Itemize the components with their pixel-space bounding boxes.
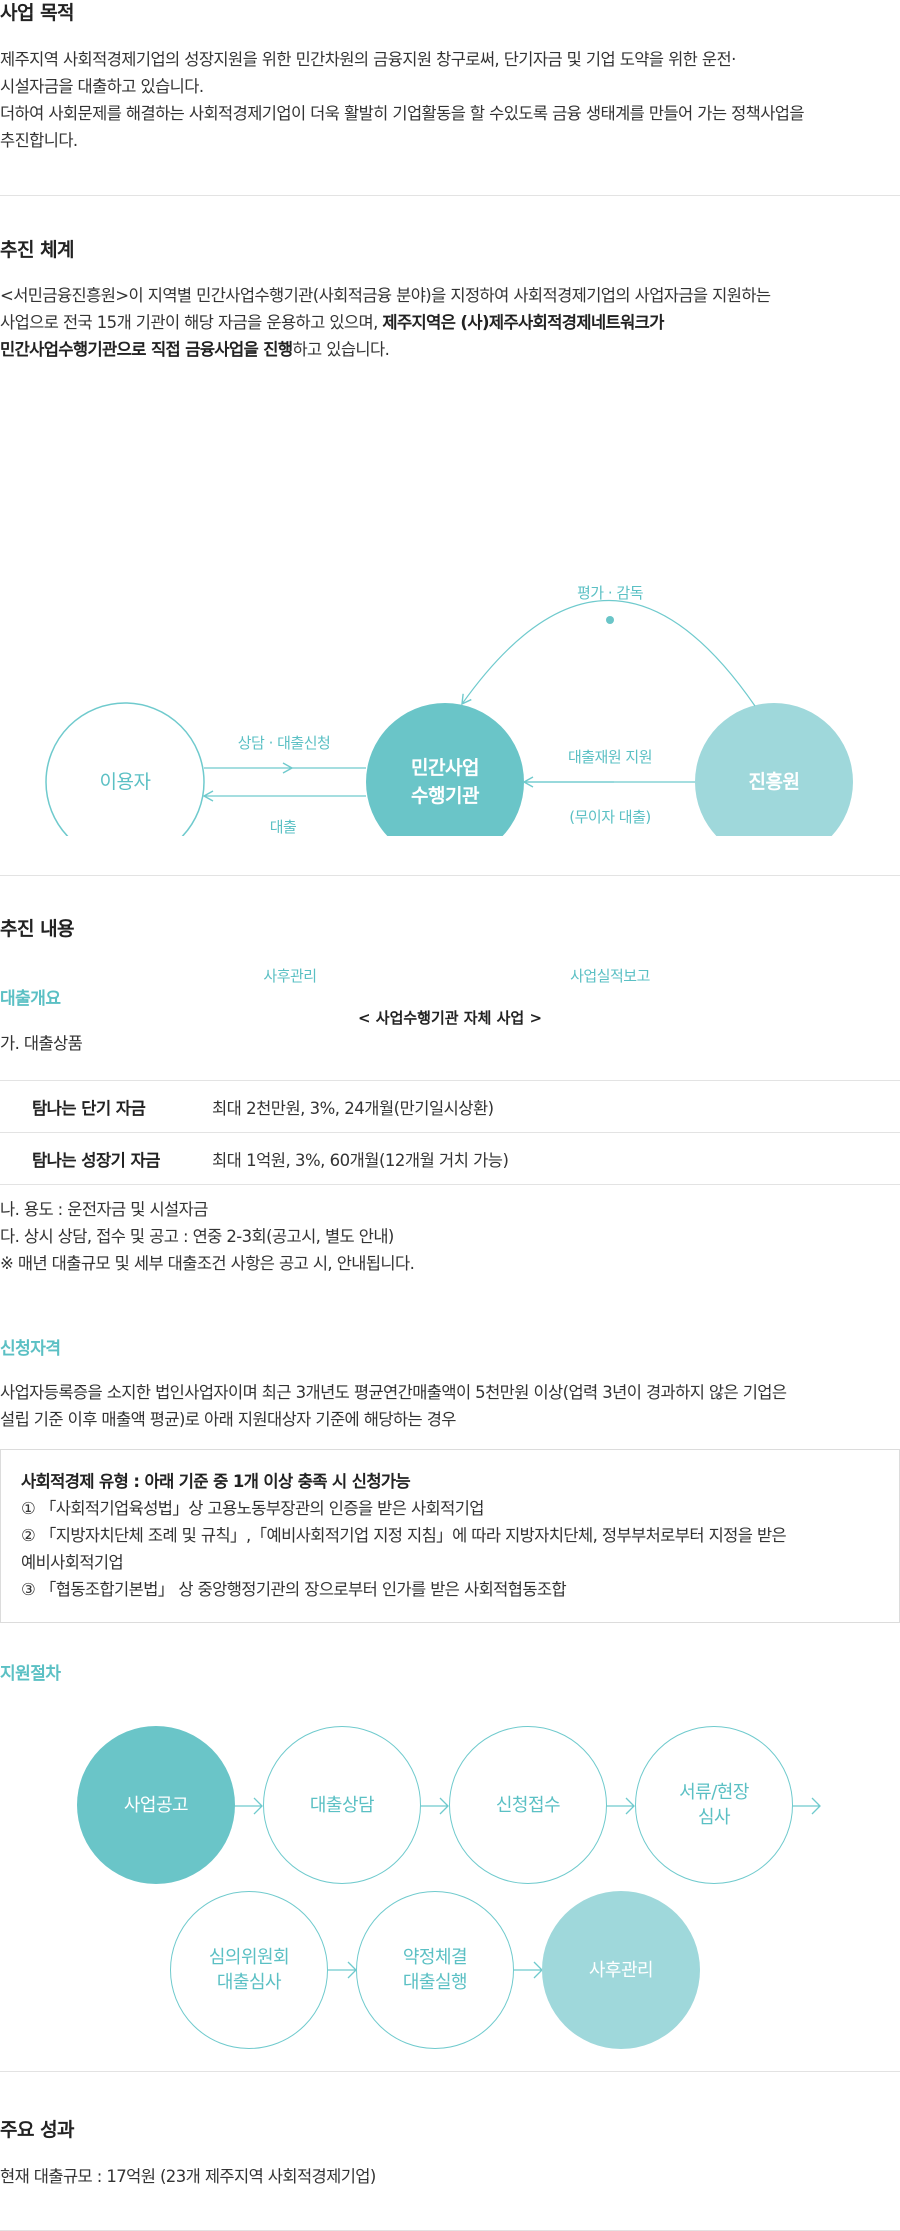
- arrow-3: [606, 1797, 635, 1815]
- eligibility-line-2: 설립 기준 이후 매출액 평균)로 아래 지원대상자 기준에 해당하는 경우: [0, 1410, 456, 1429]
- purpose-section: 사업 목적 제주지역 사회적경제기업의 성장지원을 위한 민간차원의 금융지원 …: [0, 0, 900, 195]
- divider: [0, 2071, 900, 2072]
- agency-text-2: 수행기관: [411, 785, 479, 807]
- arrow-2: [420, 1797, 449, 1815]
- system-line-3-bold: 민간사업수행기관으로 직접 금융사업을 진행: [0, 340, 293, 359]
- fund-support-label: 대출재원 지원: [567, 748, 653, 766]
- purpose-title: 사업 목적: [0, 2, 75, 24]
- content-section: 추진 내용 대출개요 가. 대출상품 탐나는 단기 자금 최대 2천만원, 3%…: [0, 876, 900, 2071]
- product-label: 가. 대출상품: [0, 1034, 83, 1053]
- purpose-line-3: 더하여 사회문제를 해결하는 사회적경제기업이 더욱 활발히 기업활동을 할 수…: [0, 104, 805, 123]
- purpose-line-1: 제주지역 사회적경제기업의 성장지원을 위한 민간차원의 금융지원 창구로써, …: [0, 50, 736, 69]
- loan-name: 탐나는 성장기 자금: [32, 1150, 160, 1170]
- system-line-2: 사업으로 전국 15개 기관이 해당 자금을 운용하고 있으며, 제주지역은 (…: [0, 309, 770, 336]
- overview-title: 대출개요: [0, 989, 61, 1009]
- step-text: 서류/현장: [679, 1782, 749, 1803]
- results-text: 현재 대출규모 : 17억원 (23개 제주지역 사회적경제기업): [0, 2167, 376, 2186]
- arrow-6: [514, 1961, 543, 1979]
- arrow-4: [792, 1797, 821, 1815]
- user-label: 이용자: [46, 703, 204, 861]
- loan-label: 대출: [269, 818, 297, 836]
- box-item-2: ② 「지방자치단체 조례 및 규칙」,「예비사회적기업 지정 지침」에 따라 지…: [21, 1526, 787, 1545]
- diagram-svg: [45, 600, 853, 836]
- box-item-1: ① 「사회적기업육성법」상 고용노동부장관의 인증을 받은 사회적기업: [21, 1499, 484, 1518]
- eval-label: 평가 · 감독: [576, 584, 644, 602]
- loan-name: 탐나는 단기 자금: [32, 1098, 146, 1118]
- box-item-2-cont: 예비사회적기업: [21, 1553, 124, 1572]
- promotion-circle: [695, 703, 853, 836]
- step-text: 대출실행: [402, 1972, 468, 1993]
- results-title: 주요 성과: [0, 2119, 75, 2141]
- step-receipt: 신청접수: [449, 1726, 607, 1884]
- step-consult: 대출상담: [263, 1726, 421, 1884]
- box-item-3: ③ 「협동조합기본법」 상 중앙행정기관의 장으로부터 인가를 받은 사회적협동…: [21, 1580, 567, 1599]
- user-text: 이용자: [99, 771, 151, 793]
- note-usage: 나. 용도 : 운전자금 및 시설자금: [0, 1200, 208, 1219]
- eval-arc: [461, 600, 756, 707]
- diagram-caption: < 사업수행기관 자체 사업 >: [357, 1009, 543, 1027]
- eligibility-box: 사회적경제 유형 : 아래 기준 중 1개 이상 충족 시 신청가능 ① 「사회…: [0, 1449, 900, 1623]
- loan-table: 탐나는 단기 자금 최대 2천만원, 3%, 24개월(만기일시상환) 탐나는 …: [0, 1080, 900, 1185]
- eval-dot: [606, 616, 614, 624]
- aftercare-label: 사후관리: [263, 967, 317, 985]
- agency-circle: [366, 703, 524, 836]
- step-text: 사후관리: [588, 1959, 654, 1981]
- step-text: 신청접수: [495, 1794, 561, 1816]
- loan-desc: 최대 2천만원, 3%, 24개월(만기일시상환): [212, 1098, 494, 1118]
- box-title: 사회적경제 유형 : 아래 기준 중 1개 이상 충족 시 신청가능: [21, 1472, 411, 1491]
- system-section: 추진 체계 <서민금융진흥원>이 지역별 민간사업수행기관(사회적금융 분야)을…: [0, 196, 900, 1027]
- system-line-2-text: 사업으로 전국 15개 기관이 해당 자금을 운용하고 있으며,: [0, 313, 383, 332]
- promotion-text: 진흥원: [748, 771, 800, 793]
- note-annual: ※ 매년 대출규모 및 세부 대출조건 사항은 공고 시, 안내됩니다.: [0, 1254, 415, 1273]
- system-line-3-text: 하고 있습니다.: [292, 340, 390, 359]
- purpose-line-4: 추진합니다.: [0, 131, 78, 150]
- loan-desc: 최대 1억원, 3%, 60개월(12개월 거치 가능): [212, 1150, 509, 1170]
- procedure-arrows: [234, 1797, 821, 1979]
- system-title: 추진 체계: [0, 239, 75, 261]
- no-interest-label: (무이자 대출): [569, 808, 651, 826]
- eligibility-line-1: 사업자등록증을 소지한 법인사업자이며 최근 3개년도 평균연간매출액이 5천만…: [0, 1383, 787, 1402]
- step-text: 심사: [697, 1807, 731, 1828]
- eligibility-title: 신청자격: [0, 1339, 61, 1359]
- consult-label: 상담 · 대출신청: [237, 734, 331, 752]
- table-row: 탐나는 성장기 자금 최대 1억원, 3%, 60개월(12개월 거치 가능): [0, 1133, 900, 1185]
- divider: [0, 875, 900, 876]
- procedure-title: 지원절차: [0, 1664, 61, 1684]
- step-text: 대출심사: [216, 1972, 282, 1993]
- step-aftercare: 사후관리: [542, 1891, 700, 2049]
- user-circle: [45, 702, 205, 836]
- note-schedule: 다. 상시 상담, 접수 및 공고 : 연중 2-3회(공고시, 별도 안내): [0, 1227, 394, 1246]
- results-section: 주요 성과 현재 대출규모 : 17억원 (23개 제주지역 사회적경제기업): [0, 2072, 900, 2230]
- report-label: 사업실적보고: [570, 967, 650, 985]
- arrow-1: [234, 1797, 263, 1815]
- system-line-1: <서민금융진흥원>이 지역별 민간사업수행기관(사회적금융 분야)을 지정하여 …: [0, 286, 771, 305]
- step-text: 사업공고: [123, 1794, 189, 1816]
- divider: [0, 195, 900, 196]
- content-title: 추진 내용: [0, 918, 75, 940]
- purpose-line-2: 시설자금을 대출하고 있습니다.: [0, 77, 204, 96]
- system-line-3: 민간사업수행기관으로 직접 금융사업을 진행하고 있습니다.: [0, 336, 770, 363]
- agency-text-1: 민간사업: [411, 757, 479, 779]
- step-text: 약정체결: [402, 1947, 468, 1968]
- system-line-2-bold: 제주지역은 (사)제주사회적경제네트워크가: [382, 313, 664, 332]
- step-announcement: 사업공고: [77, 1726, 235, 1884]
- step-text: 심의위원회: [208, 1947, 290, 1968]
- table-row: 탐나는 단기 자금 최대 2천만원, 3%, 24개월(만기일시상환): [0, 1081, 900, 1133]
- step-text: 대출상담: [309, 1794, 375, 1816]
- arrow-5: [328, 1961, 357, 1979]
- promotion-label: 진흥원: [695, 703, 853, 861]
